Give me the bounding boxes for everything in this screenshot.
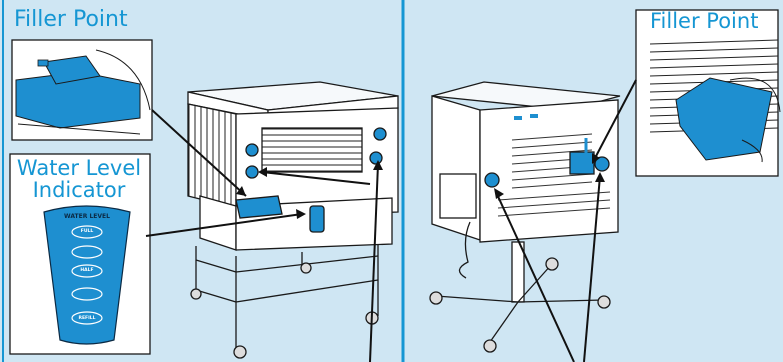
filler-point-inset-left (12, 40, 152, 140)
filler-point-label-left: Filler Point (14, 8, 128, 31)
water-level-label-line1: Water Level (14, 157, 144, 179)
gauge-full-mark: FULL (72, 229, 102, 234)
water-level-label-line2: Indicator (14, 179, 144, 201)
gauge-half-mark: HALF (72, 268, 102, 273)
filler-point-inset-right (636, 10, 780, 176)
water-level-indicator-label: Water Level Indicator (14, 157, 144, 201)
gauge-refill-mark: REFILL (72, 316, 102, 321)
filler-point-label-right: Filler Point (650, 10, 758, 32)
gauge-title: WATER LEVEL (48, 213, 126, 220)
